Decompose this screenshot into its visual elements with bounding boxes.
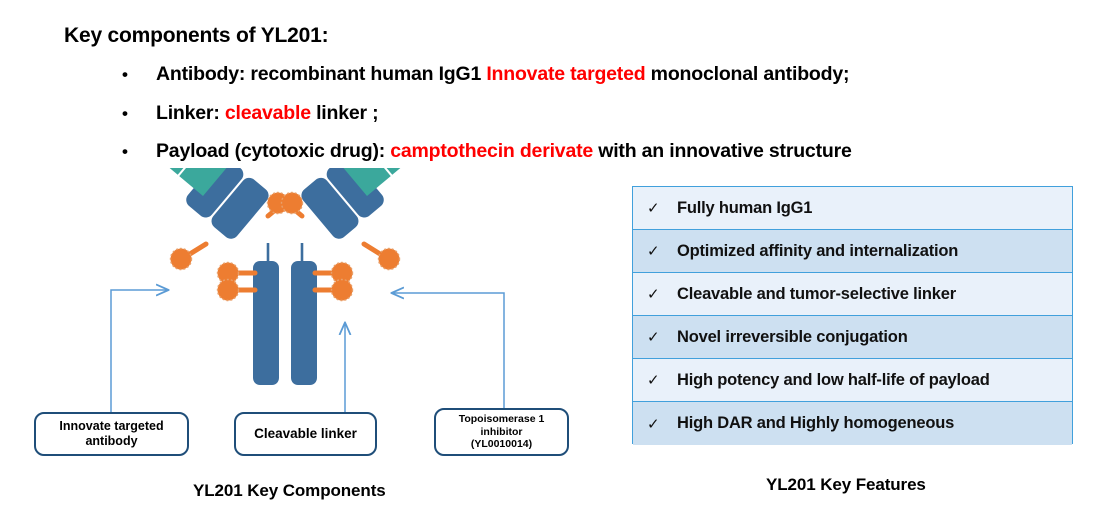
feature-row[interactable]: ✓ Optimized affinity and internalization: [633, 230, 1072, 273]
features-caption: YL201 Key Features: [766, 475, 926, 494]
feature-label: High potency and low half-life of payloa…: [677, 370, 990, 389]
payload-circle: [330, 278, 354, 302]
bullet-payload: • Payload (cytotoxic drug): camptothecin …: [122, 140, 852, 163]
arrow-to-payload: [392, 293, 505, 414]
fc-region: [253, 261, 317, 385]
callout-antibody-label: Innovate targeted antibody: [59, 419, 164, 448]
feature-label: Optimized affinity and internalization: [677, 241, 959, 260]
bullet-linker-highlight: cleavable: [224, 102, 311, 124]
bullet-antibody: • Antibody: recombinant human IgG1 Innova…: [122, 63, 849, 86]
left-arm-variable: [153, 168, 237, 196]
bullet-linker-pre: Linker:: [156, 102, 225, 124]
feature-label: High DAR and Highly homogeneous: [677, 414, 955, 432]
feature-label: Fully human IgG1: [677, 198, 813, 217]
feature-row[interactable]: ✓ Cleavable and tumor-selective linker: [633, 273, 1072, 316]
bullet-marker: •: [122, 104, 128, 123]
right-arm-variable: [333, 168, 417, 196]
payload-circle: [216, 278, 240, 302]
payload-circles: [169, 191, 401, 302]
bullet-linker-post: linker ;: [310, 102, 379, 124]
bullet-marker: •: [122, 65, 128, 84]
hinge-lines: [266, 243, 304, 263]
left-arm: [186, 168, 269, 239]
bullet-payload-post: with an innovative structure: [593, 140, 852, 162]
bullet-payload-highlight: camptothecin derivate: [390, 140, 594, 162]
bullet-antibody-post: monoclonal antibody;: [645, 63, 850, 85]
callout-cleavable-linker[interactable]: Cleavable linker: [234, 412, 377, 456]
callout-linker-label: Cleavable linker: [254, 426, 357, 442]
bullet-antibody-pre: Antibody: recombinant human IgG1: [156, 63, 487, 85]
callout-innovate-targeted-antibody[interactable]: Innovate targeted antibody: [34, 412, 189, 456]
check-icon: ✓: [647, 329, 660, 346]
bullet-linker: • Linker: cleavable linker ;: [122, 102, 379, 125]
feature-label: Cleavable and tumor-selective linker: [677, 284, 956, 303]
callout-payload-label: Topoisomerase 1 inhibitor (YL0010014): [458, 413, 545, 451]
callout-topoisomerase-inhibitor[interactable]: Topoisomerase 1 inhibitor (YL0010014): [434, 408, 569, 456]
feature-row[interactable]: ✓ High DAR and Highly homogeneous: [633, 402, 1072, 445]
page-title: Key components of YL201:: [64, 24, 329, 47]
feature-row[interactable]: ✓ Novel irreversible conjugation: [633, 316, 1072, 359]
check-icon: ✓: [647, 243, 660, 260]
payload-circle: [377, 247, 401, 271]
feature-row[interactable]: ✓ High potency and low half-life of payl…: [633, 359, 1072, 402]
check-icon: ✓: [647, 372, 660, 389]
right-arm: [301, 168, 384, 239]
diagram-caption: YL201 Key Components: [193, 481, 386, 500]
check-icon: ✓: [647, 415, 660, 433]
key-features-list: ✓ Fully human IgG1 ✓ Optimized affinity …: [632, 186, 1073, 445]
check-icon: ✓: [647, 286, 660, 303]
antibody-diagram: [0, 168, 620, 418]
payload-circle: [280, 191, 304, 215]
arrow-to-antibody: [110, 290, 168, 414]
payload-circle: [169, 247, 193, 271]
feature-label: Novel irreversible conjugation: [677, 327, 908, 346]
bullet-antibody-highlight: Innovate targeted: [486, 63, 646, 85]
check-icon: ✓: [647, 200, 660, 217]
bullet-marker: •: [122, 142, 128, 161]
bullet-payload-pre: Payload (cytotoxic drug):: [156, 140, 391, 162]
feature-row[interactable]: ✓ Fully human IgG1: [633, 187, 1072, 230]
